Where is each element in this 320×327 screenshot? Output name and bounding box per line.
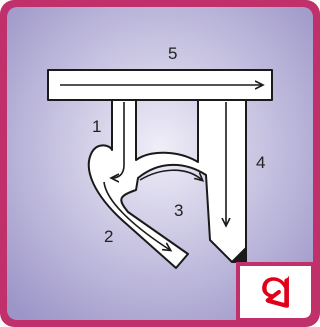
- stroke-number-5: 5: [168, 44, 177, 63]
- stroke-number-4: 4: [256, 153, 265, 172]
- stroke-number-1: 1: [92, 117, 101, 136]
- corner-letter: ସ: [261, 264, 291, 318]
- stroke-number-2: 2: [104, 227, 113, 246]
- stroke-number-3: 3: [174, 201, 183, 220]
